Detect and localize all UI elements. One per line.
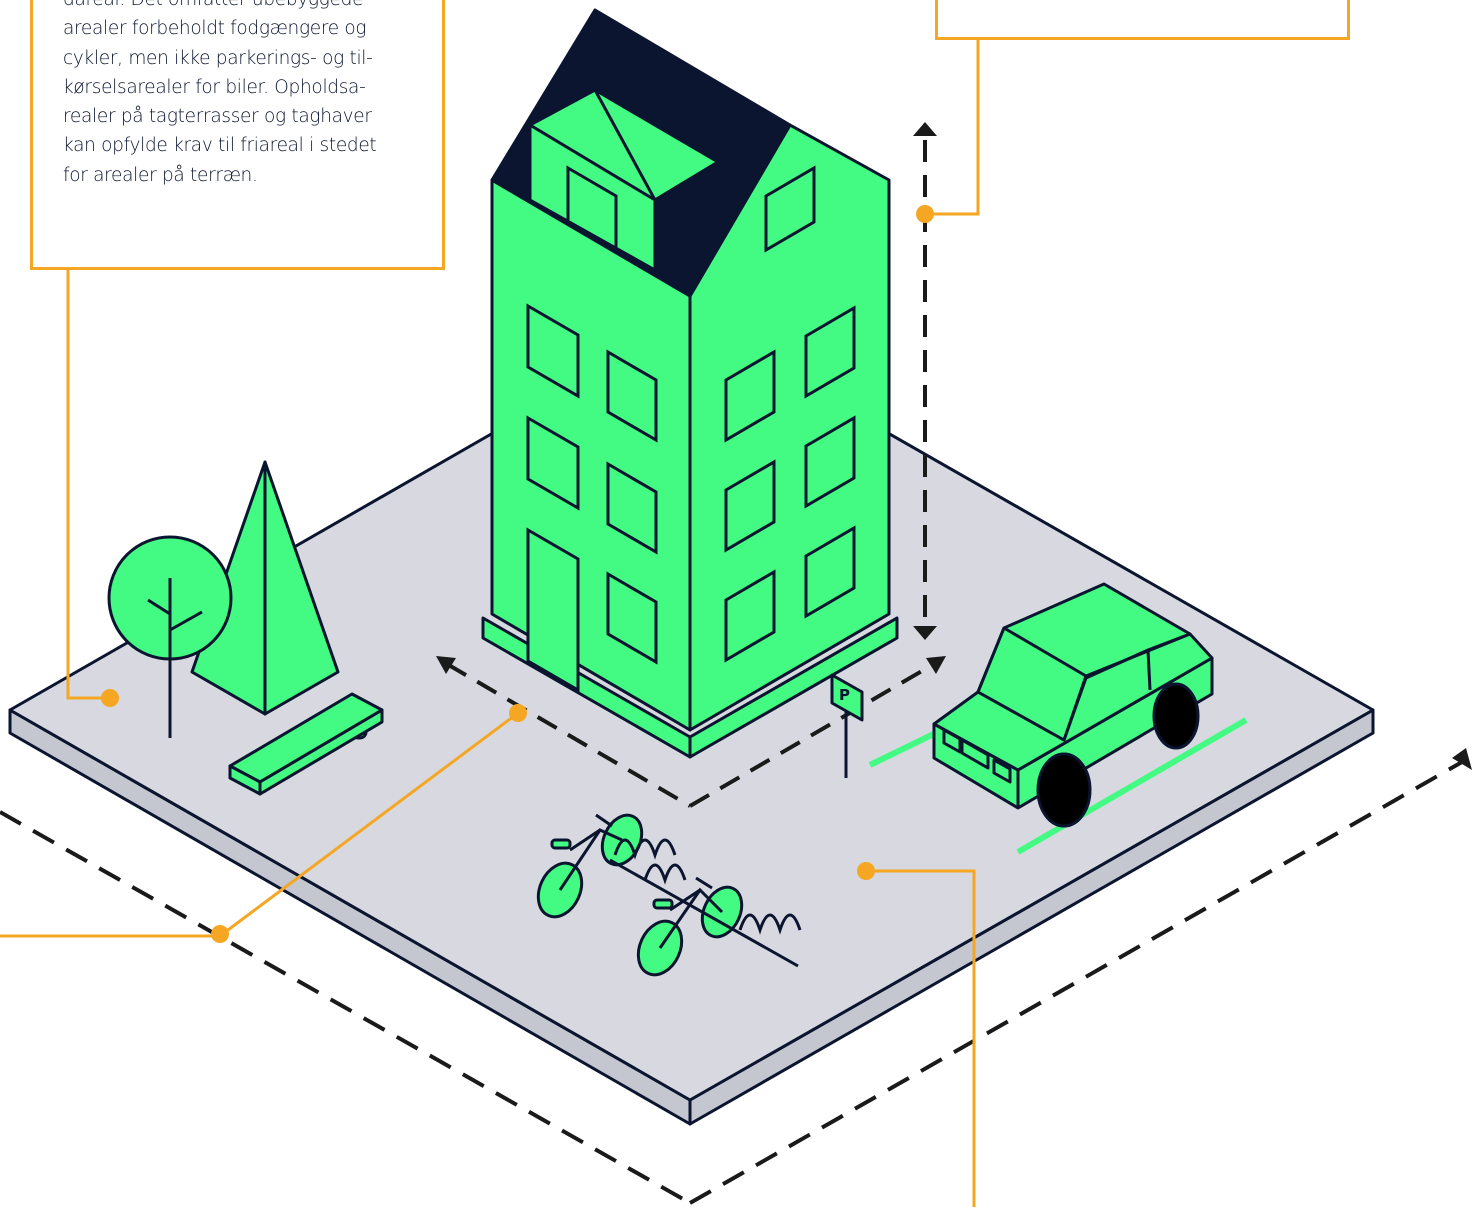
callout-line: cykler, men ikke parkerings- og til-	[63, 47, 373, 69]
building-icon	[481, 8, 899, 759]
callout-line: dareal. Det omfatter ubebyggede	[63, 0, 412, 14]
callout-line: realer på tagterrasser og taghaver	[63, 106, 372, 128]
callout-line: arealer forbeholdt fodgængere og	[63, 18, 367, 40]
callout-line: kørselsarealer for biler. Opholdsa-	[63, 76, 366, 98]
callout-open-space-text: dareal. Det omfatter ubebyggede arealer …	[33, 0, 442, 190]
building-door	[526, 527, 580, 693]
parking-sign-icon: P	[830, 673, 864, 778]
callout-line: for arealer på terræn.	[63, 164, 258, 186]
plot-arrowhead	[1452, 748, 1472, 770]
bicycle-icon	[636, 876, 744, 977]
callout-line: kan opfylde krav til friareal i stedet	[63, 135, 377, 157]
building-windows	[526, 165, 856, 665]
round-tree-icon	[107, 535, 233, 738]
bicycle-icon	[536, 813, 644, 919]
callout-dots	[101, 205, 934, 943]
bike-rack-icon	[609, 838, 802, 968]
footprint-arrow-right	[926, 656, 946, 674]
car-icon	[932, 582, 1214, 828]
parking-sign-label: P	[839, 686, 850, 704]
footprint-arrow-left	[436, 656, 456, 674]
callout-height	[935, 0, 1350, 40]
bench-icon	[228, 692, 384, 796]
plot-boundary	[0, 760, 1463, 1205]
footprint-dimension	[445, 662, 936, 808]
callout-open-space: dareal. Det omfatter ubebyggede arealer …	[30, 0, 445, 270]
